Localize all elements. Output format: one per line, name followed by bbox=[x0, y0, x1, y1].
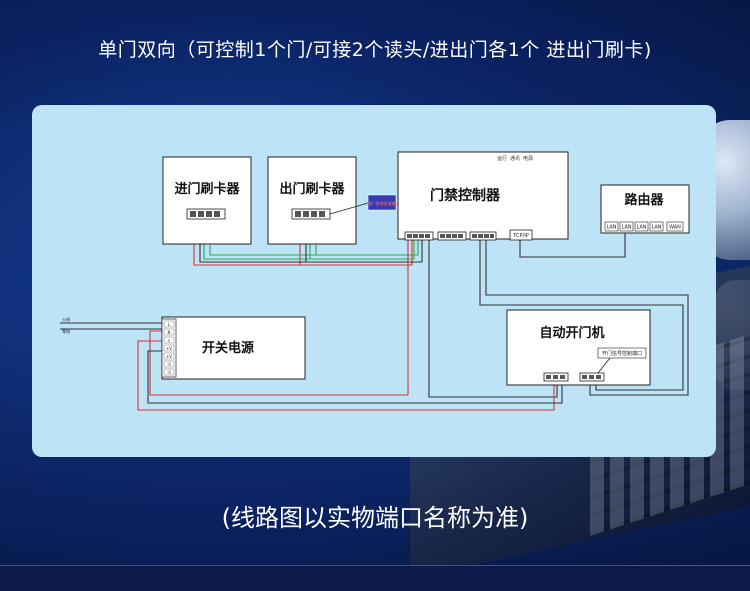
indicator-power: 电源 bbox=[523, 155, 533, 162]
mains-neutral-label: 零线 bbox=[62, 328, 70, 334]
exit-reader-label: 出门刷卡器 bbox=[279, 181, 345, 197]
wire-dark-opener bbox=[147, 350, 563, 404]
psu-terminal-strip bbox=[161, 318, 177, 378]
router-port-lan-3: LAN bbox=[636, 225, 646, 231]
wire-controller-opener-1 bbox=[479, 239, 684, 391]
diagram-caption: (线路图以实物端口名称为准) bbox=[221, 504, 529, 532]
power-supply-box: 开关电源 L N ⏚ +V +V -V -V 火线 零线 bbox=[62, 316, 306, 380]
psu-terminal-n: N bbox=[168, 330, 171, 335]
tcpip-port bbox=[509, 229, 533, 241]
router-port-lan-1: LAN bbox=[606, 225, 616, 231]
tcpip-port-label: TCP/IP bbox=[512, 233, 528, 239]
wire-controller-opener-2 bbox=[485, 239, 689, 396]
entry-reader-box: 进门刷卡器 bbox=[162, 156, 252, 245]
router-label: 路由器 bbox=[624, 192, 664, 208]
door-opener-label: 自动开门机 bbox=[539, 325, 604, 341]
warning-tag-text: 注意! 接线前请确认 bbox=[365, 200, 400, 206]
footer-bar bbox=[0, 565, 750, 591]
warning-pointer bbox=[329, 202, 369, 215]
psu-terminal-ground: ⏚ bbox=[167, 337, 171, 343]
entry-reader-label: 进门刷卡器 bbox=[174, 181, 240, 197]
router-port-wan: WAN bbox=[669, 225, 681, 231]
router-box: 路由器 LAN LAN LAN LAN WAN bbox=[600, 184, 690, 234]
router-port-lan-2: LAN bbox=[621, 225, 631, 231]
wire-power-controller-1 bbox=[428, 239, 558, 398]
controller-label: 门禁控制器 bbox=[430, 187, 501, 204]
wiring-diagram-panel: 进门刷卡器 出门刷卡器 注意! 接线前请确认 门禁控制器 运行 通讯 电源 bbox=[32, 105, 716, 457]
psu-terminal-v2: +V bbox=[166, 354, 172, 359]
power-supply-label: 开关电源 bbox=[202, 340, 254, 356]
wiring-diagram: 进门刷卡器 出门刷卡器 注意! 接线前请确认 门禁控制器 运行 通讯 电源 bbox=[60, 151, 690, 411]
door-opener-port-label: 开门信号控制端口 bbox=[602, 350, 642, 357]
page-title: 单门双向（可控制1个门/可接2个读头/进出门各1个 进出门刷卡) bbox=[98, 39, 652, 61]
door-opener-port-tag bbox=[597, 347, 647, 359]
psu-terminal-l: L bbox=[168, 322, 171, 327]
controller-box: 门禁控制器 运行 通讯 电源 TCP/IP bbox=[397, 151, 569, 241]
psu-terminal-v1: +V bbox=[166, 346, 172, 351]
port-pointer bbox=[597, 357, 611, 374]
exit-reader-box: 出门刷卡器 bbox=[267, 156, 369, 245]
mains-live-label: 火线 bbox=[62, 316, 70, 322]
psu-terminal-neg1: -V bbox=[167, 362, 171, 367]
door-opener-box: 自动开门机 开门信号控制端口 bbox=[506, 309, 651, 386]
indicator-comm: 通讯 bbox=[510, 155, 520, 162]
wire-power-red-loop bbox=[149, 330, 408, 396]
indicator-run: 运行 bbox=[497, 155, 507, 162]
wire-red-opener bbox=[137, 340, 555, 411]
warning-tag: 注意! 接线前请确认 bbox=[365, 194, 400, 211]
psu-terminal-neg2: -V bbox=[167, 370, 171, 375]
router-port-lan-4: LAN bbox=[651, 225, 661, 231]
wire-tcpip-router bbox=[519, 232, 626, 258]
